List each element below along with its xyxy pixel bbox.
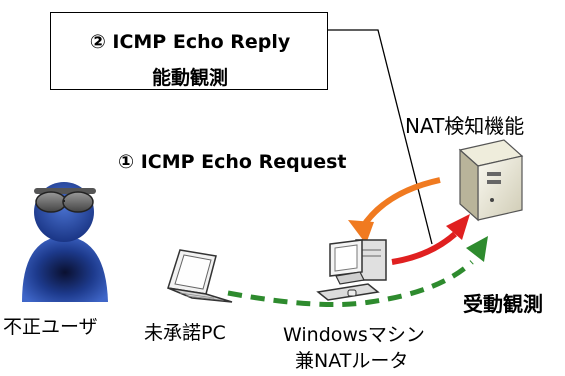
echo-reply-box: ② ICMP Echo Reply 能動観測 (50, 12, 328, 90)
nat-router-label: 兼NATルータ (295, 350, 409, 372)
unauthorized-pc-label: 未承諾PC (144, 322, 226, 344)
echo-reply-label: ② ICMP Echo Reply (89, 31, 291, 53)
echo-request-label: ① ICMP Echo Request (118, 151, 347, 173)
server-icon (458, 139, 524, 222)
passive-observation-arrow (227, 260, 474, 308)
echo-reply-arrow (391, 231, 457, 265)
malicious-user-icon (22, 182, 108, 302)
echo-request-arrow (359, 177, 441, 230)
active-observation-label: 能動観測 (151, 67, 228, 89)
malicious-user-label: 不正ユーザ (3, 316, 98, 338)
nat-detector-label: NAT検知機能 (405, 114, 525, 138)
windows-machine-label: Windowsマシン (283, 324, 425, 346)
reply-callout-line (328, 29, 433, 245)
passive-observation-label: 受動観測 (463, 292, 543, 316)
laptop-icon (167, 249, 233, 303)
desktop-pc-icon (316, 239, 387, 301)
